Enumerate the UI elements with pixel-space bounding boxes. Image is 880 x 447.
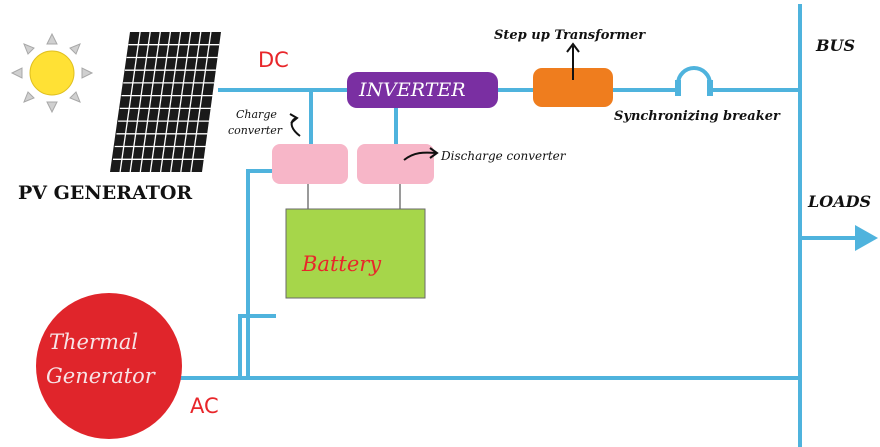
discharge-converter-block (357, 144, 434, 184)
bus-label: BUS (816, 36, 856, 55)
charge-converter-block (272, 144, 348, 184)
ac-label: AC (190, 394, 219, 418)
breaker-icon (675, 66, 713, 96)
step-up-transformer-label: Step up Transformer (494, 28, 646, 43)
battery-block (285, 208, 426, 299)
loads-arrow-icon (855, 225, 878, 251)
discharge-converter-label: Discharge converter (441, 149, 566, 163)
battery-label: Battery (302, 252, 382, 276)
thermal-generator-circle (36, 293, 182, 439)
charge-converter-label-line2: converter (228, 124, 283, 137)
pv-generator-label: PV GENERATOR (18, 182, 193, 204)
synchronizing-breaker-label: Synchronizing breaker (614, 109, 780, 124)
discharge-arrow-icon (403, 147, 439, 161)
wires (178, 4, 860, 447)
sun-icon (10, 32, 94, 114)
loads-label: LOADS (808, 192, 872, 211)
thermal-label-line2: Generator (46, 364, 155, 388)
battery-leads (307, 184, 401, 210)
charge-converter-label-line1: Charge (236, 108, 277, 121)
pv-panel-icon (110, 31, 221, 173)
inverter-block (347, 72, 498, 108)
ac-link-line (246, 169, 276, 380)
inverter-label: INVERTER (359, 79, 466, 101)
charge-arrow-icon (289, 113, 301, 137)
transformer-arrow-icon (566, 42, 580, 80)
thermal-label-line1: Thermal (49, 330, 139, 354)
dc-label: DC (258, 48, 289, 72)
transformer-block (533, 68, 613, 107)
ac-link-line-2 (238, 314, 276, 380)
